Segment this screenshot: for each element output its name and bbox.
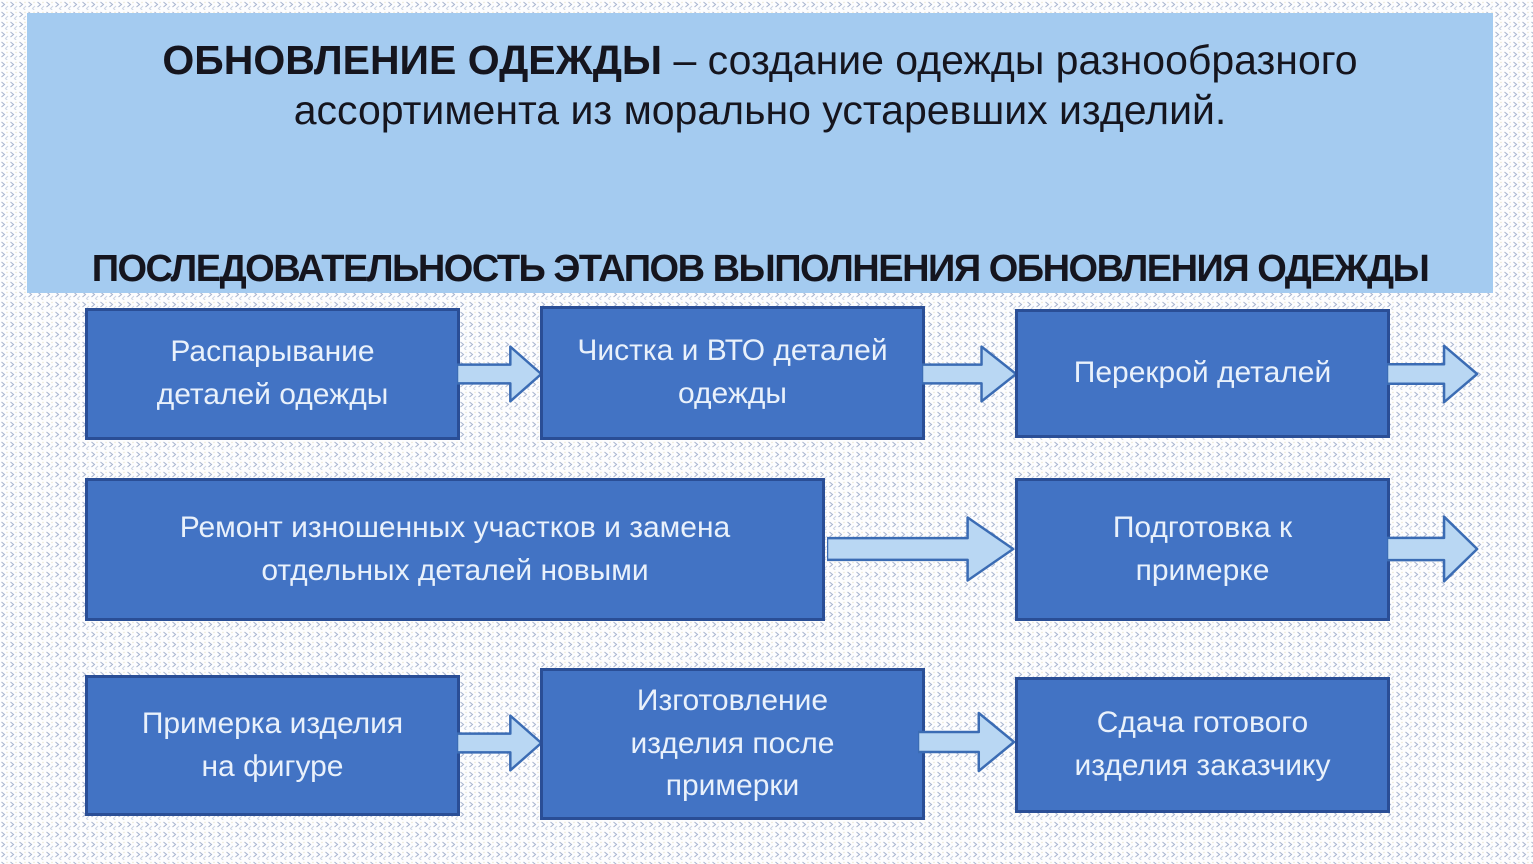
step-box-3: Перекрой деталей [1015,309,1390,438]
right-arrow-icon [827,511,1017,587]
right-arrow-icon [922,341,1018,407]
step-label-7: Изготовление изделия после примерки [630,684,835,803]
step-box-6: Примерка изделия на фигуре [85,675,460,816]
slide-title-definition-line1: – создание одежды разнообразного [662,37,1358,83]
slide-title-definition-line2: ассортимента из морально устаревших изде… [293,87,1227,134]
title-banner: ОБНОВЛЕНИЕ ОДЕЖДЫ – создание одежды разн… [27,13,1493,293]
slide-title-term: ОБНОВЛЕНИЕ ОДЕЖДЫ [162,37,663,83]
slide-title: ОБНОВЛЕНИЕ ОДЕЖДЫ – создание одежды разн… [27,13,1493,135]
step-label-1: Распарывание деталей одежды [156,335,389,411]
step-box-4: Ремонт изношенных участков и замена отде… [85,478,825,621]
step-box-5: Подготовка к примерке [1015,478,1390,621]
right-arrow-icon [918,707,1016,777]
right-arrow-icon [457,710,543,776]
step-label-6: Примерка изделия на фигуре [141,706,404,783]
right-arrow-icon [457,341,543,407]
slide-subtitle: ПОСЛЕДОВАТЕЛЬНОСТЬ ЭТАПОВ ВЫПОЛНЕНИЯ ОБН… [91,248,1430,291]
step-label-4: Ремонт изношенных участков и замена отде… [179,510,731,587]
step-box-2: Чистка и ВТО деталей одежды [540,306,925,440]
right-arrow-icon [1387,340,1479,408]
step-box-1: Распарывание деталей одежды [85,308,460,440]
step-box-8: Сдача готового изделия заказчику [1015,677,1390,813]
step-box-7: Изготовление изделия после примерки [540,668,925,820]
step-label-5: Подготовка к примерке [1112,510,1293,587]
right-arrow-icon [1387,510,1479,588]
step-label-3: Перекрой деталей [1073,356,1332,390]
step-label-8: Сдача готового изделия заказчику [1074,706,1331,782]
step-label-2: Чистка и ВТО деталей одежды [577,334,888,410]
